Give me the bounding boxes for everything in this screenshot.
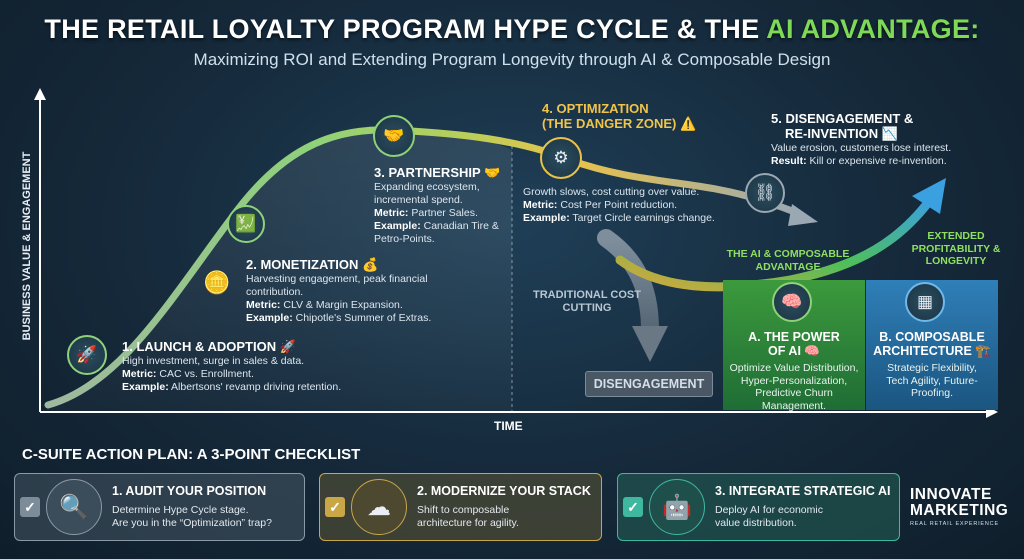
- metric-value: Cost Per Point reduction.: [557, 199, 678, 212]
- ai-advantage-label: THE AI & COMPOSABLE ADVANTAGE: [726, 248, 850, 273]
- modular-blocks-icon: ▦: [905, 282, 945, 322]
- curve-end-arrow: [788, 204, 818, 226]
- stage-disengagement-title: 5. DISENGAGEMENT &: [771, 111, 914, 126]
- stage-optimization-desc: Growth slows, cost cutting over value.: [523, 186, 700, 198]
- brand-tagline: REAL RETAIL EXPERIENCE: [910, 520, 999, 527]
- checklist-modernize-body-1: Shift to composable: [417, 503, 510, 516]
- stage-partnership-title: 3. PARTNERSHIP 🤝: [374, 165, 501, 180]
- brand-line-2: MARKETING: [910, 501, 1009, 519]
- cloud-blocks-icon: ☁: [351, 479, 407, 535]
- metric-label: Metric:: [523, 199, 558, 212]
- checklist-integrate-body-2: value distribution.: [715, 517, 797, 529]
- metric-value: CLV & Margin Expansion.: [280, 299, 403, 312]
- stage-optimization: Growth slows, cost cutting over value. M…: [523, 186, 733, 225]
- metric-label: Metric:: [374, 207, 409, 220]
- stage-monetization-desc: Harvesting engagement, peak financial co…: [246, 272, 428, 299]
- title-highlight: AI ADVANTAGE:: [766, 14, 980, 44]
- x-axis-label: TIME: [494, 419, 523, 433]
- gear-warning-icon: ⚙: [540, 137, 582, 179]
- checklist-audit-body-2: Are you in the “Optimization” trap?: [112, 517, 272, 529]
- metric-value: Partner Sales.: [408, 207, 478, 220]
- handshake-icon: 🤝: [373, 115, 415, 157]
- robot-icon: 🤖: [649, 479, 705, 535]
- page-subtitle: Maximizing ROI and Extending Program Lon…: [193, 50, 831, 69]
- result-value: Kill or expensive re-invention.: [806, 155, 947, 167]
- stage-launch: 1. LAUNCH & ADOPTION 🚀 High investment, …: [122, 339, 382, 394]
- ai-panel-body: Optimize Value Distribution, Hyper-Perso…: [729, 361, 859, 413]
- extended-profitability-label: EXTENDED PROFITABILITY & LONGEVITY: [911, 230, 1001, 268]
- broken-chain-icon: ⛓: [745, 173, 785, 213]
- stage-disengagement: 5. DISENGAGEMENT & RE-INVENTION 📉 Value …: [771, 111, 971, 168]
- example-value: Chipotle's Summer of Extras.: [292, 312, 432, 325]
- disengagement-box: DISENGAGEMENT: [585, 371, 713, 397]
- traditional-arrow: [597, 229, 659, 339]
- ai-panel-subtitle: OF AI 🧠: [768, 344, 820, 359]
- example-label: Example:: [246, 312, 293, 325]
- checklist-integrate-body-1: Deploy AI for economic: [715, 503, 823, 516]
- result-label: Result:: [771, 155, 807, 167]
- checklist-item-audit: ✓ 🔍 1. AUDIT YOUR POSITION Determine Hyp…: [14, 473, 305, 541]
- stage-partnership-desc: Expanding ecosystem, incremental spend.: [374, 180, 480, 207]
- stage-monetization: 2. MONETIZATION 💰 Harvesting engagement,…: [246, 257, 446, 325]
- checklist-modernize-title: 2. MODERNIZE YOUR STACK: [417, 483, 591, 498]
- brand-logo: INNOVATE MARKETING REAL RETAIL EXPERIENC…: [910, 487, 1016, 527]
- brain-circuit-icon: 🧠: [772, 282, 812, 322]
- example-label: Example:: [523, 212, 570, 225]
- action-plan-title: C-SUITE ACTION PLAN: A 3-POINT CHECKLIST: [22, 446, 361, 463]
- stage-optimization-heading: 4. OPTIMIZATION (THE DANGER ZONE) ⚠️: [542, 101, 722, 132]
- title-text: THE RETAIL LOYALTY PROGRAM HYPE CYCLE & …: [44, 14, 767, 44]
- metric-value: CAC vs. Enrollment.: [156, 368, 254, 381]
- example-label: Example:: [122, 381, 169, 394]
- composable-panel-body: Strategic Flexibility, Tech Agility, Fut…: [886, 361, 978, 400]
- coin-stack-icon: 🪙: [203, 270, 231, 295]
- checkbox-icon: ✓: [623, 497, 643, 517]
- traditional-cost-cutting-label: TRADITIONAL COST CUTTING: [533, 289, 641, 315]
- stage-launch-desc: High investment, surge in sales & data.: [122, 354, 305, 367]
- brand-line-1: INNOVATE: [910, 486, 992, 503]
- page-title: THE RETAIL LOYALTY PROGRAM HYPE CYCLE & …: [0, 14, 1024, 45]
- checklist-item-integrate-ai: ✓ 🤖 3. INTEGRATE STRATEGIC AI Deploy AI …: [617, 473, 900, 541]
- ai-power-panel: A. THE POWER OF AI 🧠 Optimize Value Dist…: [723, 280, 865, 413]
- hype-curve: [44, 126, 804, 409]
- stage-disengagement-desc: Value erosion, customers lose interest.: [771, 141, 952, 154]
- magnifier-location-icon: 🔍: [46, 479, 102, 535]
- example-value: Albertsons' revamp driving retention.: [168, 381, 342, 394]
- example-label: Example:: [374, 220, 421, 233]
- stage-launch-title: 1. LAUNCH & ADOPTION 🚀: [122, 339, 296, 354]
- metric-label: Metric:: [246, 299, 281, 312]
- curve-shade: [40, 131, 512, 412]
- checklist-integrate-title: 3. INTEGRATE STRATEGIC AI: [715, 483, 891, 498]
- example-value: Target Circle earnings change.: [569, 212, 715, 225]
- stage-partnership: 3. PARTNERSHIP 🤝 Expanding ecosystem, in…: [374, 165, 506, 247]
- checklist-item-modernize: ✓ ☁ 2. MODERNIZE YOUR STACK Shift to com…: [319, 473, 602, 541]
- checkbox-icon: ✓: [20, 497, 40, 517]
- example-value: Canadian Tire & Petro-Points.: [374, 220, 499, 246]
- stage-optimization-subtitle: (THE DANGER ZONE) ⚠️: [542, 115, 697, 131]
- stage-monetization-title: 2. MONETIZATION 💰: [246, 257, 379, 272]
- stage-disengagement-subtitle: RE-INVENTION 📉: [785, 125, 898, 141]
- composable-panel: B. COMPOSABLE ARCHITECTURE 🏗️ Strategic …: [866, 280, 998, 410]
- checkbox-icon: ✓: [325, 497, 345, 517]
- rocket-icon: 🚀: [67, 335, 107, 375]
- coins-growth-icon: 💹: [227, 205, 265, 243]
- metric-label: Metric:: [122, 368, 157, 381]
- ai-panel-title: A. THE POWER: [748, 330, 840, 344]
- stage-optimization-title: 4. OPTIMIZATION: [542, 101, 649, 116]
- y-axis-label: BUSINESS VALUE & ENGAGEMENT: [21, 151, 33, 341]
- composable-panel-title: B. COMPOSABLE: [879, 330, 985, 344]
- composable-panel-subtitle: ARCHITECTURE 🏗️: [873, 344, 991, 359]
- checklist-audit-body-1: Determine Hype Cycle stage.: [112, 503, 249, 516]
- checklist-modernize-body-2: architecture for agility.: [417, 517, 519, 529]
- checklist-audit-title: 1. AUDIT YOUR POSITION: [112, 483, 267, 498]
